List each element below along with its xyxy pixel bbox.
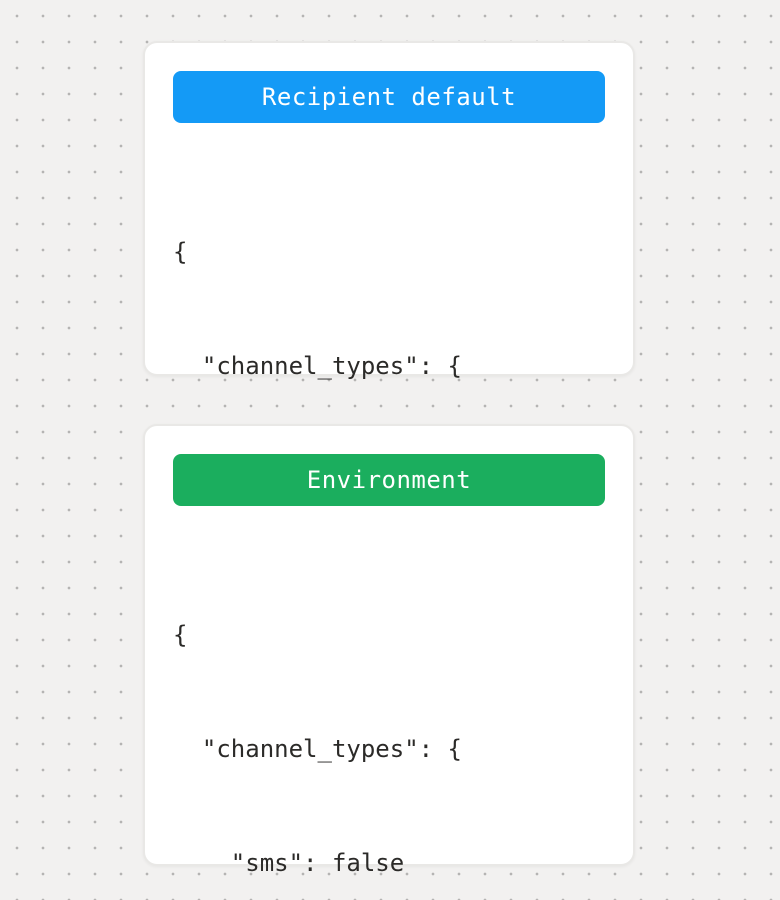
recipient-default-badge: Recipient default	[173, 71, 605, 123]
environment-card: Environment { "channel_types": { "sms": …	[143, 424, 635, 877]
code-line: "channel_types": {	[173, 352, 462, 380]
environment-json-block: { "channel_types": { "sms": false }, "ca…	[173, 540, 605, 900]
code-line: {	[173, 621, 188, 649]
code-line: "channel_types": {	[173, 735, 462, 763]
recipient-default-card: Recipient default { "channel_types": { "…	[143, 41, 635, 722]
environment-badge: Environment	[173, 454, 605, 506]
code-line: "sms": false	[173, 849, 405, 877]
code-line: {	[173, 238, 188, 266]
